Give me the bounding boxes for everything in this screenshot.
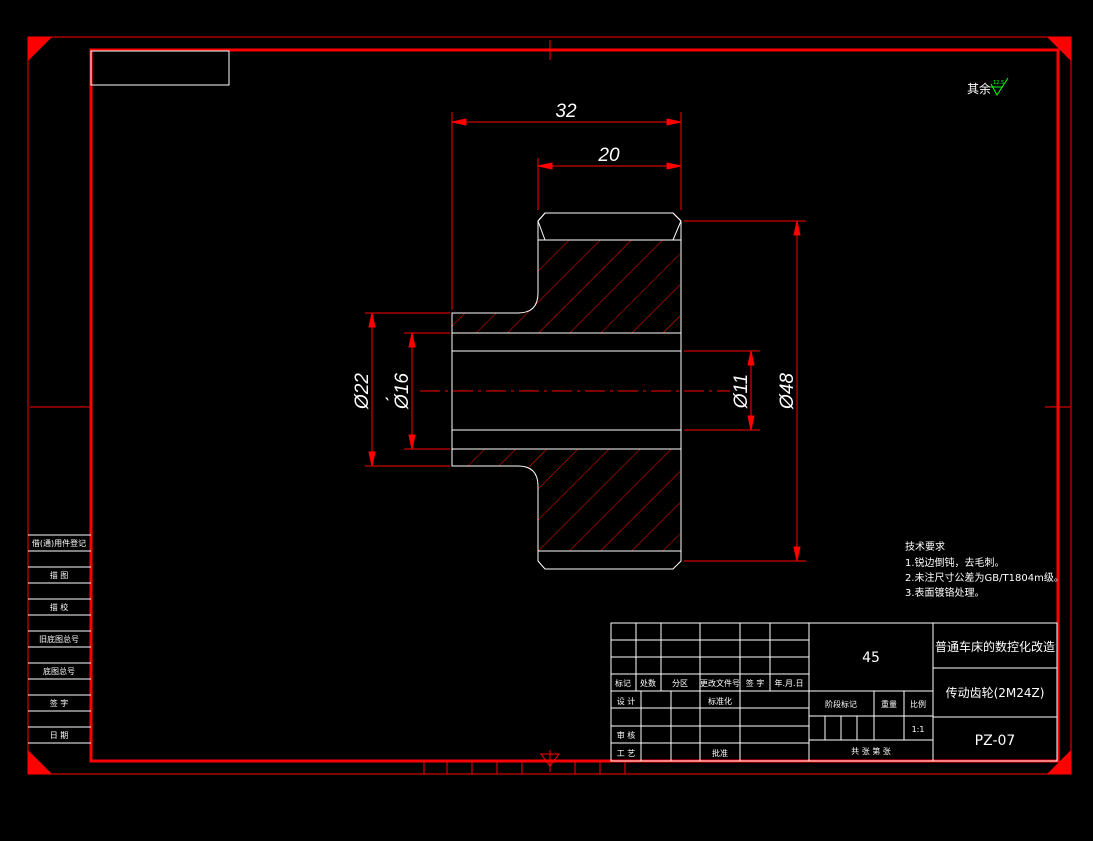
svg-text:阶段标记: 阶段标记 (825, 699, 857, 709)
svg-text:标准化: 标准化 (708, 696, 732, 706)
title-block (610, 622, 1058, 762)
svg-text:工 艺: 工 艺 (617, 749, 636, 758)
dim-width-total: 32 (555, 101, 577, 122)
dim-dia-bore: Ø16 (392, 373, 413, 410)
svg-text:审 核: 审 核 (617, 730, 636, 740)
corner-mark-br (1047, 750, 1071, 774)
svg-text:共 张 第 张: 共 张 第 张 (851, 746, 891, 756)
svg-text:其余: 其余 (967, 81, 991, 96)
svg-text:1:1: 1:1 (912, 725, 925, 734)
inner-border (89, 48, 1060, 763)
svg-text:标记: 标记 (615, 678, 631, 688)
dim-dia-hub: Ø22 (352, 373, 373, 410)
svg-text:描 校: 描 校 (50, 602, 69, 612)
gear-outline (451, 212, 682, 570)
svg-text:年.月.日: 年.月.日 (774, 678, 803, 688)
svg-text:签 字: 签 字 (50, 698, 69, 708)
title-block-text: 标记 处数 分区 更改文件号 签 字 年.月.日 设 计 标准化 审 核 工 艺… (615, 639, 1055, 758)
section-hatching (452, 240, 680, 551)
svg-text:比例: 比例 (910, 699, 926, 709)
dim-tick: ` (384, 396, 390, 417)
corner-mark-tr (1047, 37, 1071, 61)
svg-text:12.5: 12.5 (993, 80, 1004, 86)
svg-text:处数: 处数 (640, 678, 656, 688)
svg-text:日 期: 日 期 (50, 731, 69, 740)
svg-text:旧底图总号: 旧底图总号 (39, 634, 79, 644)
svg-text:重量: 重量 (881, 699, 897, 709)
svg-text:3.表面镀铬处理。: 3.表面镀铬处理。 (905, 586, 985, 599)
corner-mark-bl (28, 750, 52, 774)
direction-triangle (540, 753, 560, 767)
svg-text:技术要求: 技术要求 (905, 540, 945, 553)
left-strip (28, 534, 91, 744)
code-box (90, 50, 230, 86)
dim-dia-outer: Ø48 (777, 373, 798, 410)
dimension-lines (365, 112, 806, 562)
svg-text:普通车床的数控化改造: 普通车床的数控化改造 (935, 639, 1055, 654)
svg-text:签 字: 签 字 (746, 678, 765, 688)
tech-requirements: 技术要求 1.锐边倒钝，去毛刺。 2.未注尺寸公差为GB/T1804m级。 3.… (905, 540, 1064, 599)
corner-mark-tl (28, 37, 52, 61)
svg-text:分区: 分区 (672, 679, 688, 688)
zone-ticks (423, 761, 626, 774)
svg-text:批准: 批准 (712, 748, 728, 758)
outer-border (27, 36, 1072, 775)
svg-text:借(通)用件登记: 借(通)用件登记 (32, 538, 86, 548)
svg-text:更改文件号: 更改文件号 (700, 678, 740, 688)
svg-text:PZ-07: PZ-07 (975, 733, 1016, 749)
svg-text:1.锐边倒钝，去毛刺。: 1.锐边倒钝，去毛刺。 (905, 556, 1005, 569)
left-strip-labels: 借(通)用件登记 描 图 描 校 旧底图总号 底图总号 签 字 日 期 (32, 538, 86, 740)
svg-text:传动齿轮(2M24Z): 传动齿轮(2M24Z) (946, 685, 1045, 700)
svg-text:描 图: 描 图 (50, 570, 69, 580)
svg-text:设 计: 设 计 (617, 696, 636, 706)
svg-text:45: 45 (862, 650, 880, 666)
surface-roughness-note: 其余 12.5 (967, 77, 1009, 96)
dim-dia-small: Ø11 (731, 374, 752, 410)
dim-width-rim: 20 (597, 145, 620, 166)
svg-text:底图总号: 底图总号 (43, 666, 75, 676)
svg-text:2.未注尺寸公差为GB/T1804m级。: 2.未注尺寸公差为GB/T1804m级。 (905, 571, 1064, 584)
